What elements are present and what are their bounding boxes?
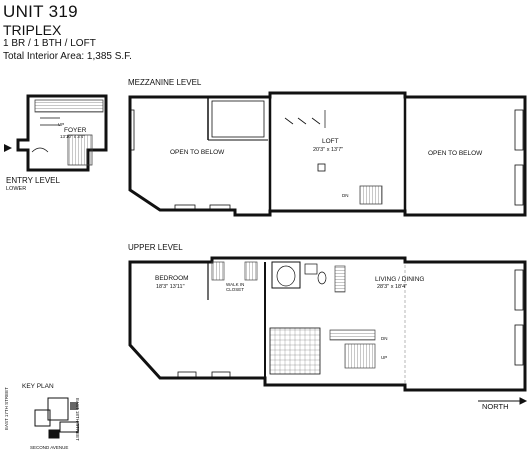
mezzanine-open-right: OPEN TO BELOW — [428, 150, 483, 157]
loft-stair-dn: DN — [342, 193, 349, 198]
unit-title: UNIT 319 — [3, 2, 78, 21]
upper-level-plan — [128, 256, 527, 392]
foyer-dimensions: 13'10" x 3'4" — [60, 134, 85, 139]
entry-arrow-icon — [4, 144, 12, 152]
loft-dimensions: 20'3" x 13'7" — [313, 147, 344, 153]
north-arrow-icon — [478, 397, 528, 405]
entry-level-title: ENTRY LEVEL — [6, 176, 60, 185]
key-plan-map — [34, 397, 79, 439]
loft-label: LOFT — [322, 138, 339, 145]
walk-in-closet-label: WALK IN CLOSET — [226, 282, 245, 292]
entry-stair-up: UP — [58, 122, 65, 127]
mezzanine-open-left: OPEN TO BELOW — [170, 149, 225, 156]
entry-level-plan — [16, 94, 108, 172]
bedroom-dimensions: 18'3" 13'11" — [156, 284, 185, 290]
upper-level-title: UPPER LEVEL — [128, 243, 183, 252]
entry-level-subtitle: LOWER — [6, 186, 27, 192]
mezzanine-plan — [128, 91, 527, 217]
living-dining-dimensions: 28'3" x 18'4" — [377, 284, 408, 290]
street-left-label: EAST 17TH STREET — [4, 387, 9, 430]
unit-config: 1 BR / 1 BTH / LOFT — [3, 38, 96, 49]
unit-area: Total Interior Area: 1,385 S.F. — [3, 51, 132, 62]
living-dining-label: LIVING / DINING — [375, 276, 425, 283]
mezzanine-title: MEZZANINE LEVEL — [128, 78, 202, 87]
key-plan-title: KEY PLAN — [22, 383, 54, 390]
street-right-label: EAST 18TH STREET — [75, 398, 80, 441]
avenue-label: SECOND AVENUE — [30, 445, 69, 450]
upper-stair-up: UP — [381, 355, 388, 360]
bedroom-label: BEDROOM — [155, 275, 189, 282]
unit-type: TRIPLEX — [3, 22, 62, 38]
north-label: NORTH — [482, 402, 509, 411]
foyer-label: FOYER — [64, 127, 87, 134]
upper-stair-dn: DN — [381, 336, 388, 341]
